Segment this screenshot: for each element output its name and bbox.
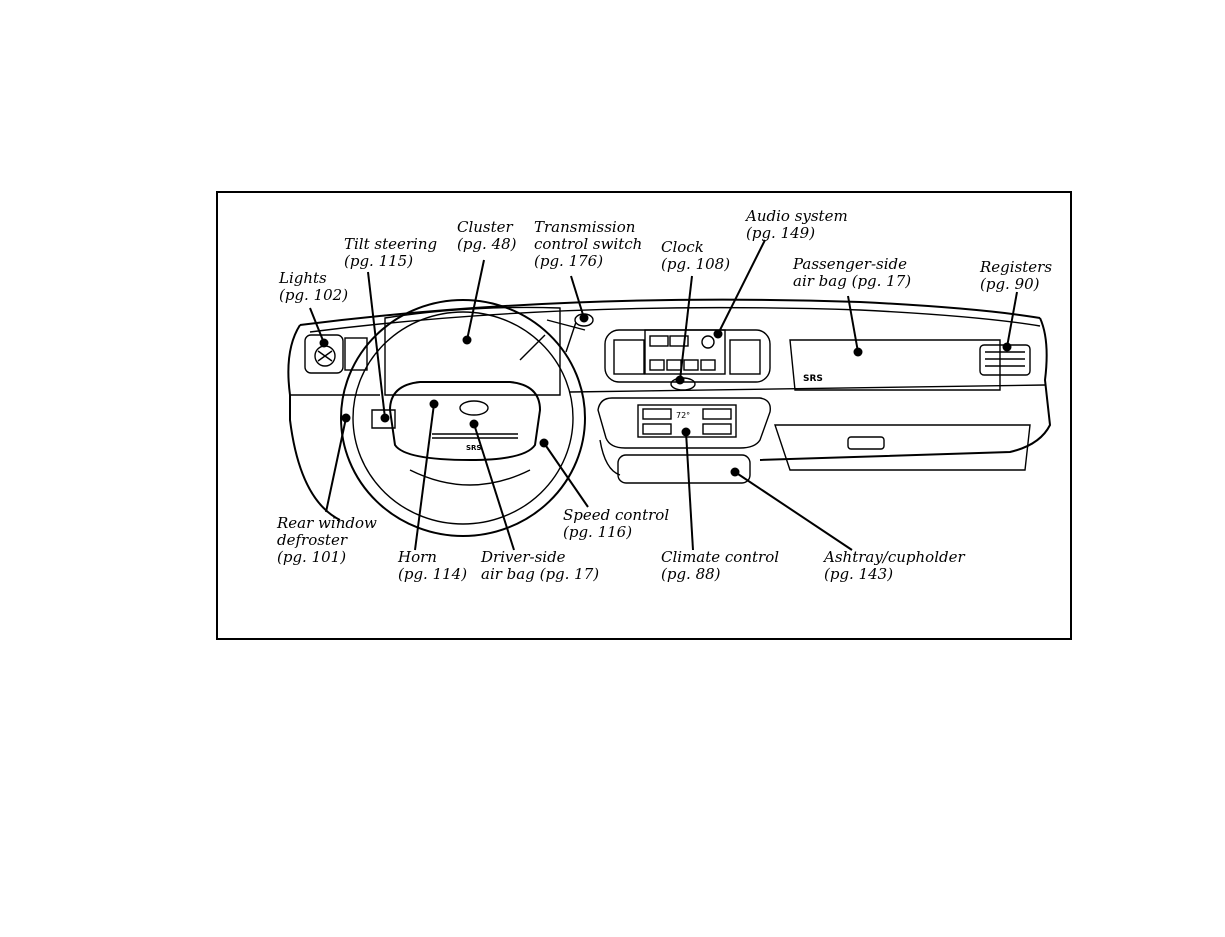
leader-lights [309, 307, 329, 348]
leader-registers [1002, 291, 1018, 352]
leader-rear-defroster [325, 413, 351, 513]
leader-driver-airbag [469, 419, 515, 551]
diagram-frame [216, 191, 1072, 640]
leader-climate [681, 427, 694, 551]
callout-speed-control: Speed control(pg. 116) [563, 506, 670, 541]
temp-readout: 72° [676, 411, 690, 420]
srs-dash-mark: SRS [803, 374, 823, 384]
leader-speed-control [539, 438, 589, 508]
srs-wheel-mark: SRS [466, 444, 481, 452]
leader-transmission [570, 275, 589, 323]
callout-climate: Climate control(pg. 88) [661, 548, 780, 583]
leader-cluster [462, 259, 485, 345]
leader-tilt-steering [367, 271, 390, 423]
callout-tilt-steering: Tilt steering(pg. 115) [344, 235, 438, 270]
callout-horn: Horn(pg. 114) [398, 548, 468, 583]
leader-passenger-airbag [847, 295, 863, 357]
callout-lights: Lights(pg. 102) [279, 269, 349, 304]
callout-ashtray: Ashtray/cupholder(pg. 143) [824, 548, 965, 583]
callout-registers: Registers(pg. 90) [980, 258, 1053, 293]
leader-ashtray [730, 467, 853, 551]
callout-audio: Audio system(pg. 149) [746, 207, 848, 242]
leader-audio [713, 239, 766, 339]
callout-cluster: Cluster(pg. 48) [457, 218, 517, 253]
callout-clock: Clock(pg. 108) [661, 238, 731, 273]
leader-clock [675, 275, 693, 385]
leader-horn [414, 399, 439, 551]
